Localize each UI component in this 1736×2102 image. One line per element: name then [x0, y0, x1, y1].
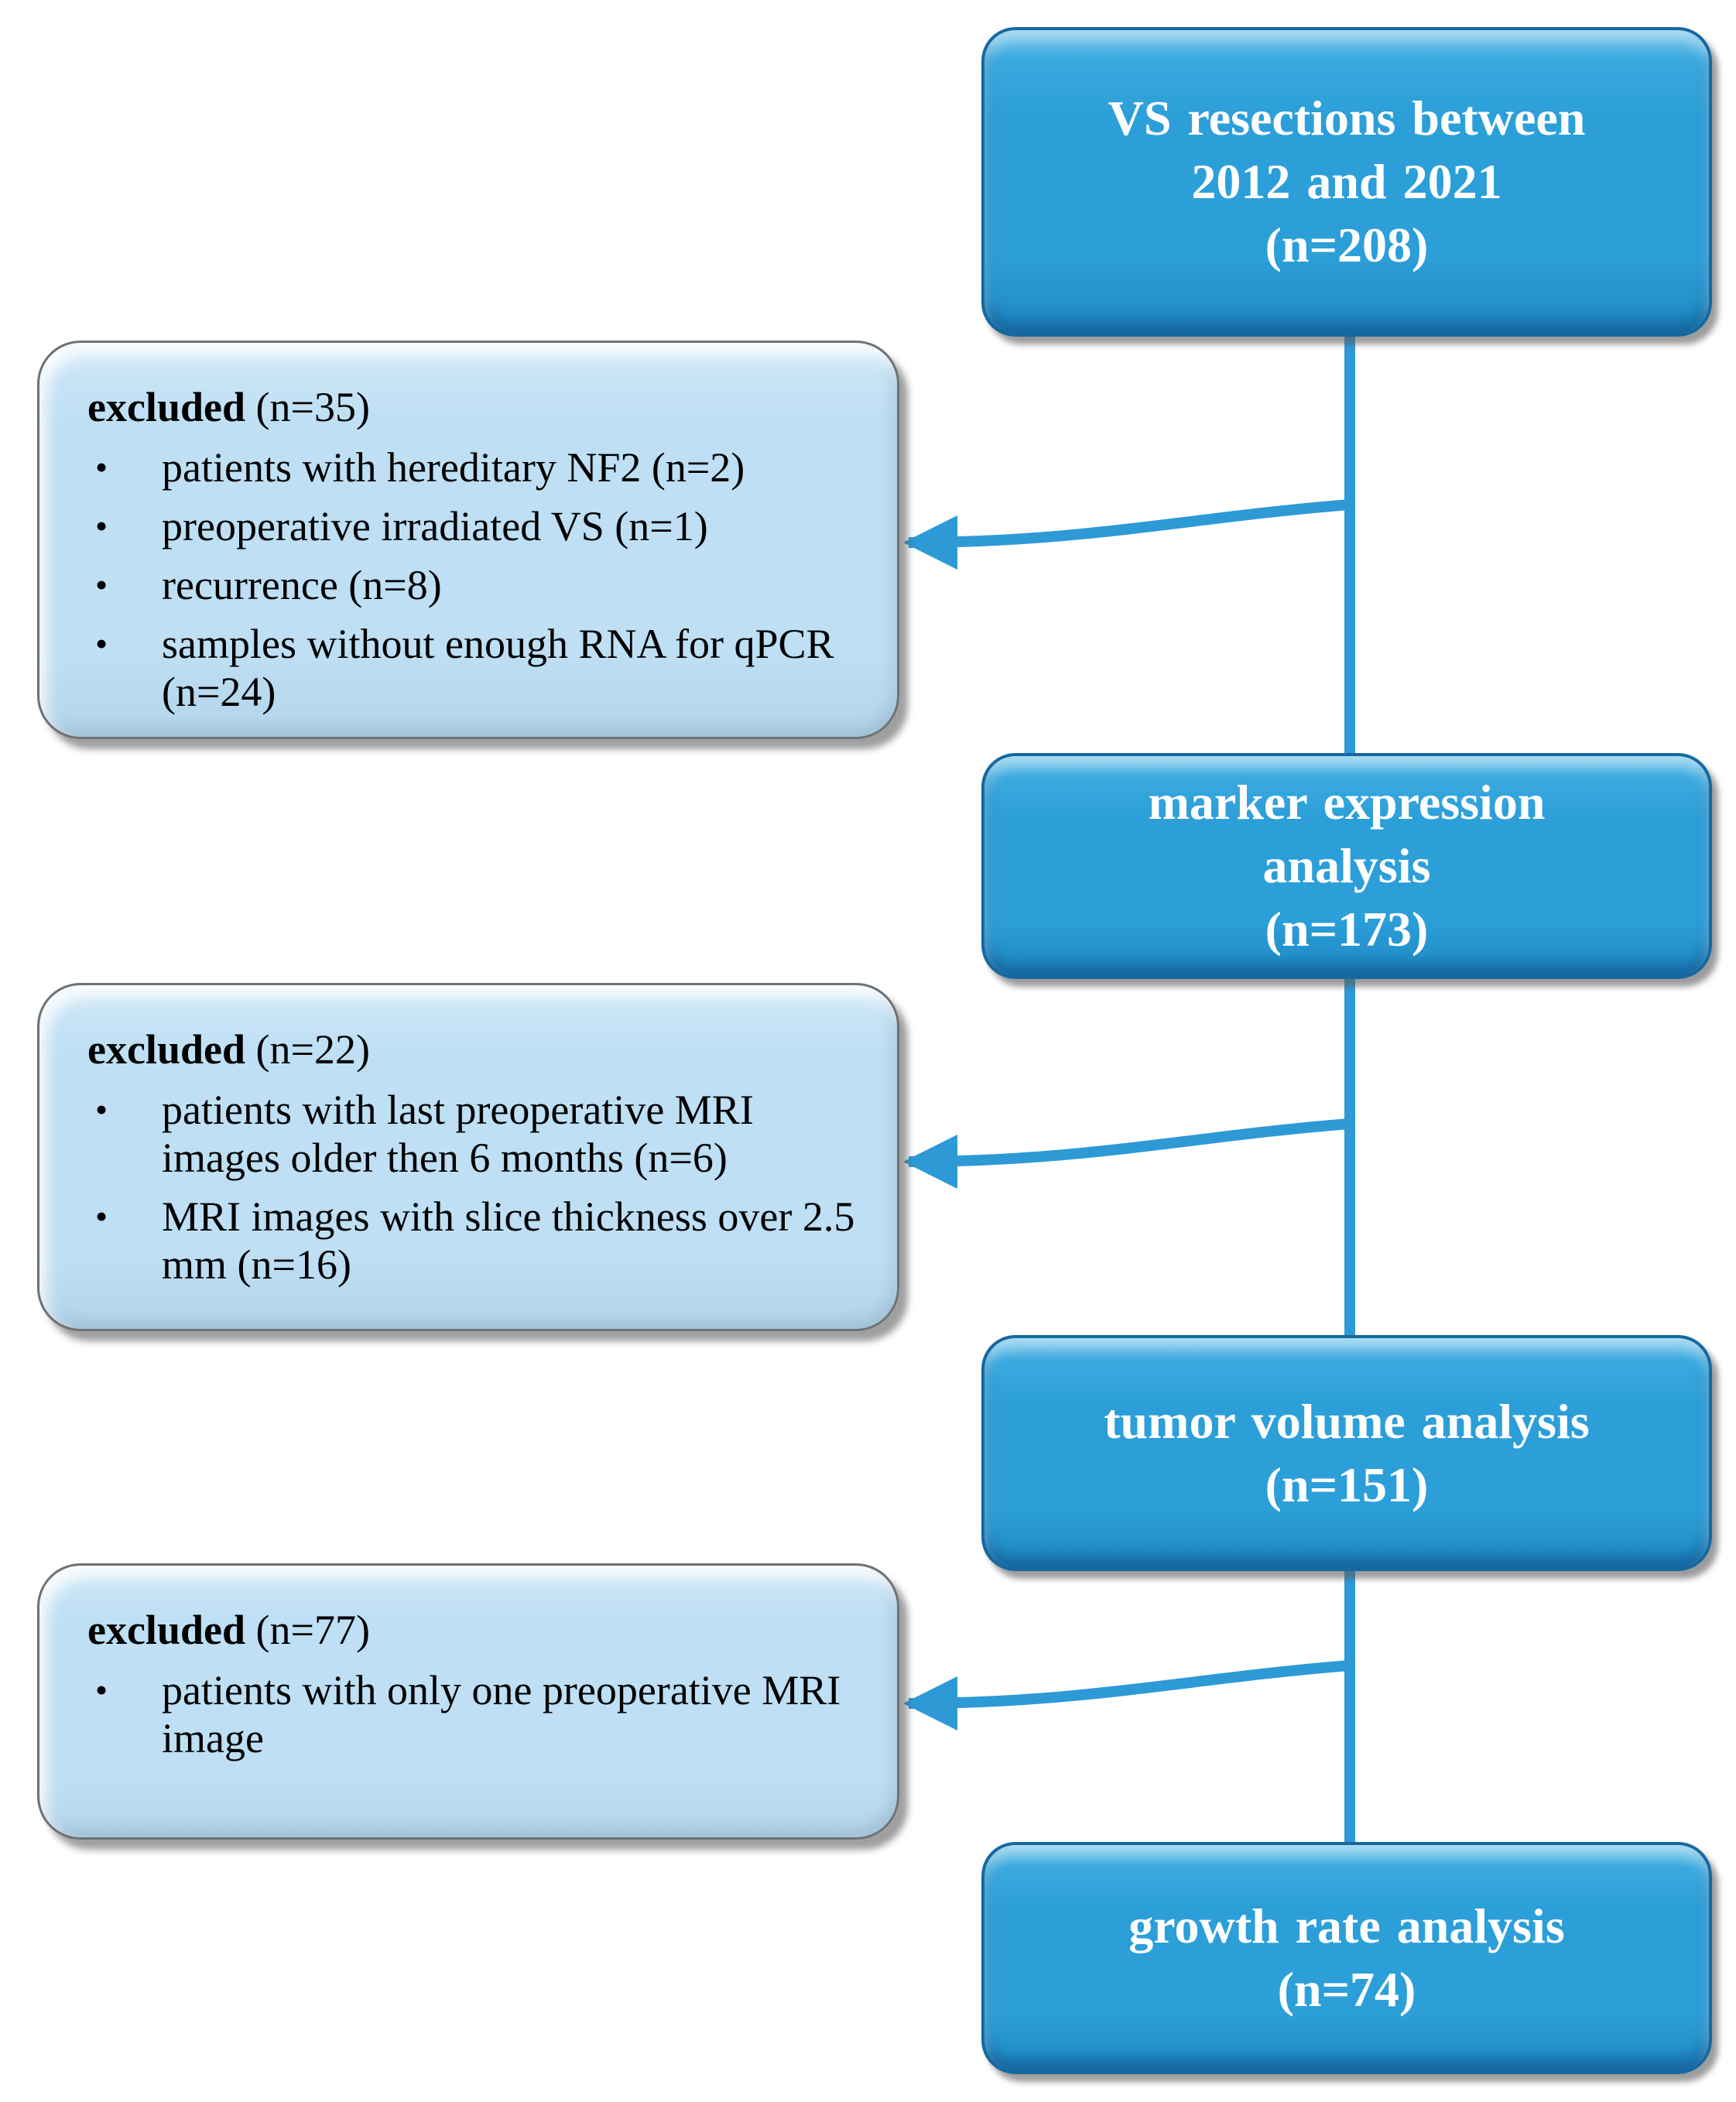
- exclusion-bullet: • patients with hereditary NF2 (n=2): [87, 443, 858, 491]
- exclusion-title: excluded (n=22): [87, 1025, 858, 1073]
- node-line: analysis: [1262, 838, 1431, 894]
- node-count: (n=74): [1277, 1962, 1416, 2017]
- exclusion-bullet: • patients with last preoperative MRI im…: [87, 1086, 858, 1182]
- node-line: marker expression: [1148, 775, 1546, 830]
- exclusion-title: excluded (n=35): [87, 383, 858, 431]
- exclusion-title-bold: excluded: [87, 1607, 246, 1653]
- bullet-glyph: •: [95, 624, 108, 663]
- node-excluded-3: excluded (n=77) • patients with only one…: [37, 1563, 899, 1840]
- node-line: growth rate analysis: [1128, 1898, 1565, 1954]
- node-growth-rate-analysis: growth rate analysis (n=74): [981, 1842, 1712, 2074]
- bullet-text: MRI images with slice thickness over 2.5…: [162, 1193, 855, 1288]
- arrow-to-excluded-2: [903, 1118, 1351, 1189]
- exclusion-bullet: • patients with only one preoperative MR…: [87, 1666, 858, 1762]
- bullet-glyph: •: [95, 1670, 108, 1710]
- node-count: (n=151): [1265, 1457, 1429, 1512]
- node-excluded-1: excluded (n=35) • patients with heredita…: [37, 341, 899, 739]
- exclusion-title-bold: excluded: [87, 384, 246, 430]
- node-count: (n=173): [1265, 901, 1429, 957]
- arrow-to-excluded-1: [903, 499, 1351, 570]
- bullet-text: preoperative irradiated VS (n=1): [162, 503, 708, 549]
- exclusion-list: • patients with last preoperative MRI im…: [87, 1086, 858, 1289]
- bullet-glyph: •: [95, 447, 108, 487]
- bullet-text: recurrence (n=8): [162, 562, 442, 608]
- node-tumor-volume-analysis: tumor volume analysis (n=151): [981, 1335, 1712, 1571]
- bullet-text: patients with only one preoperative MRI …: [162, 1667, 841, 1761]
- exclusion-bullet: • MRI images with slice thickness over 2…: [87, 1193, 858, 1289]
- bullet-text: patients with last preoperative MRI imag…: [162, 1087, 754, 1181]
- bullet-glyph: •: [95, 506, 108, 546]
- bullet-text: samples without enough RNA for qPCR (n=2…: [162, 621, 834, 715]
- exclusion-title: excluded (n=77): [87, 1606, 858, 1654]
- exclusion-list: • patients with hereditary NF2 (n=2) • p…: [87, 443, 858, 716]
- node-line: tumor volume analysis: [1104, 1393, 1590, 1449]
- exclusion-title-count: (n=22): [245, 1026, 370, 1073]
- exclusion-bullet: • recurrence (n=8): [87, 561, 858, 609]
- node-count: (n=208): [1265, 217, 1429, 272]
- bullet-glyph: •: [95, 565, 108, 604]
- exclusion-bullet: • preoperative irradiated VS (n=1): [87, 502, 858, 550]
- node-line: VS resections between: [1108, 91, 1586, 146]
- node-line: 2012 and 2021: [1191, 154, 1502, 210]
- arrow-to-excluded-3: [903, 1660, 1351, 1731]
- bullet-glyph: •: [95, 1090, 108, 1129]
- node-excluded-2: excluded (n=22) • patients with last pre…: [37, 983, 899, 1331]
- node-vs-resections: VS resections between 2012 and 2021 (n=2…: [981, 27, 1712, 337]
- exclusion-bullet: • samples without enough RNA for qPCR (n…: [87, 620, 858, 716]
- bullet-text: patients with hereditary NF2 (n=2): [162, 444, 745, 491]
- exclusion-title-bold: excluded: [87, 1026, 246, 1073]
- exclusion-list: • patients with only one preoperative MR…: [87, 1666, 858, 1762]
- exclusion-title-count: (n=35): [245, 384, 370, 430]
- node-marker-expression-analysis: marker expression analysis (n=173): [981, 753, 1712, 979]
- bullet-glyph: •: [95, 1196, 108, 1236]
- exclusion-title-count: (n=77): [245, 1607, 370, 1653]
